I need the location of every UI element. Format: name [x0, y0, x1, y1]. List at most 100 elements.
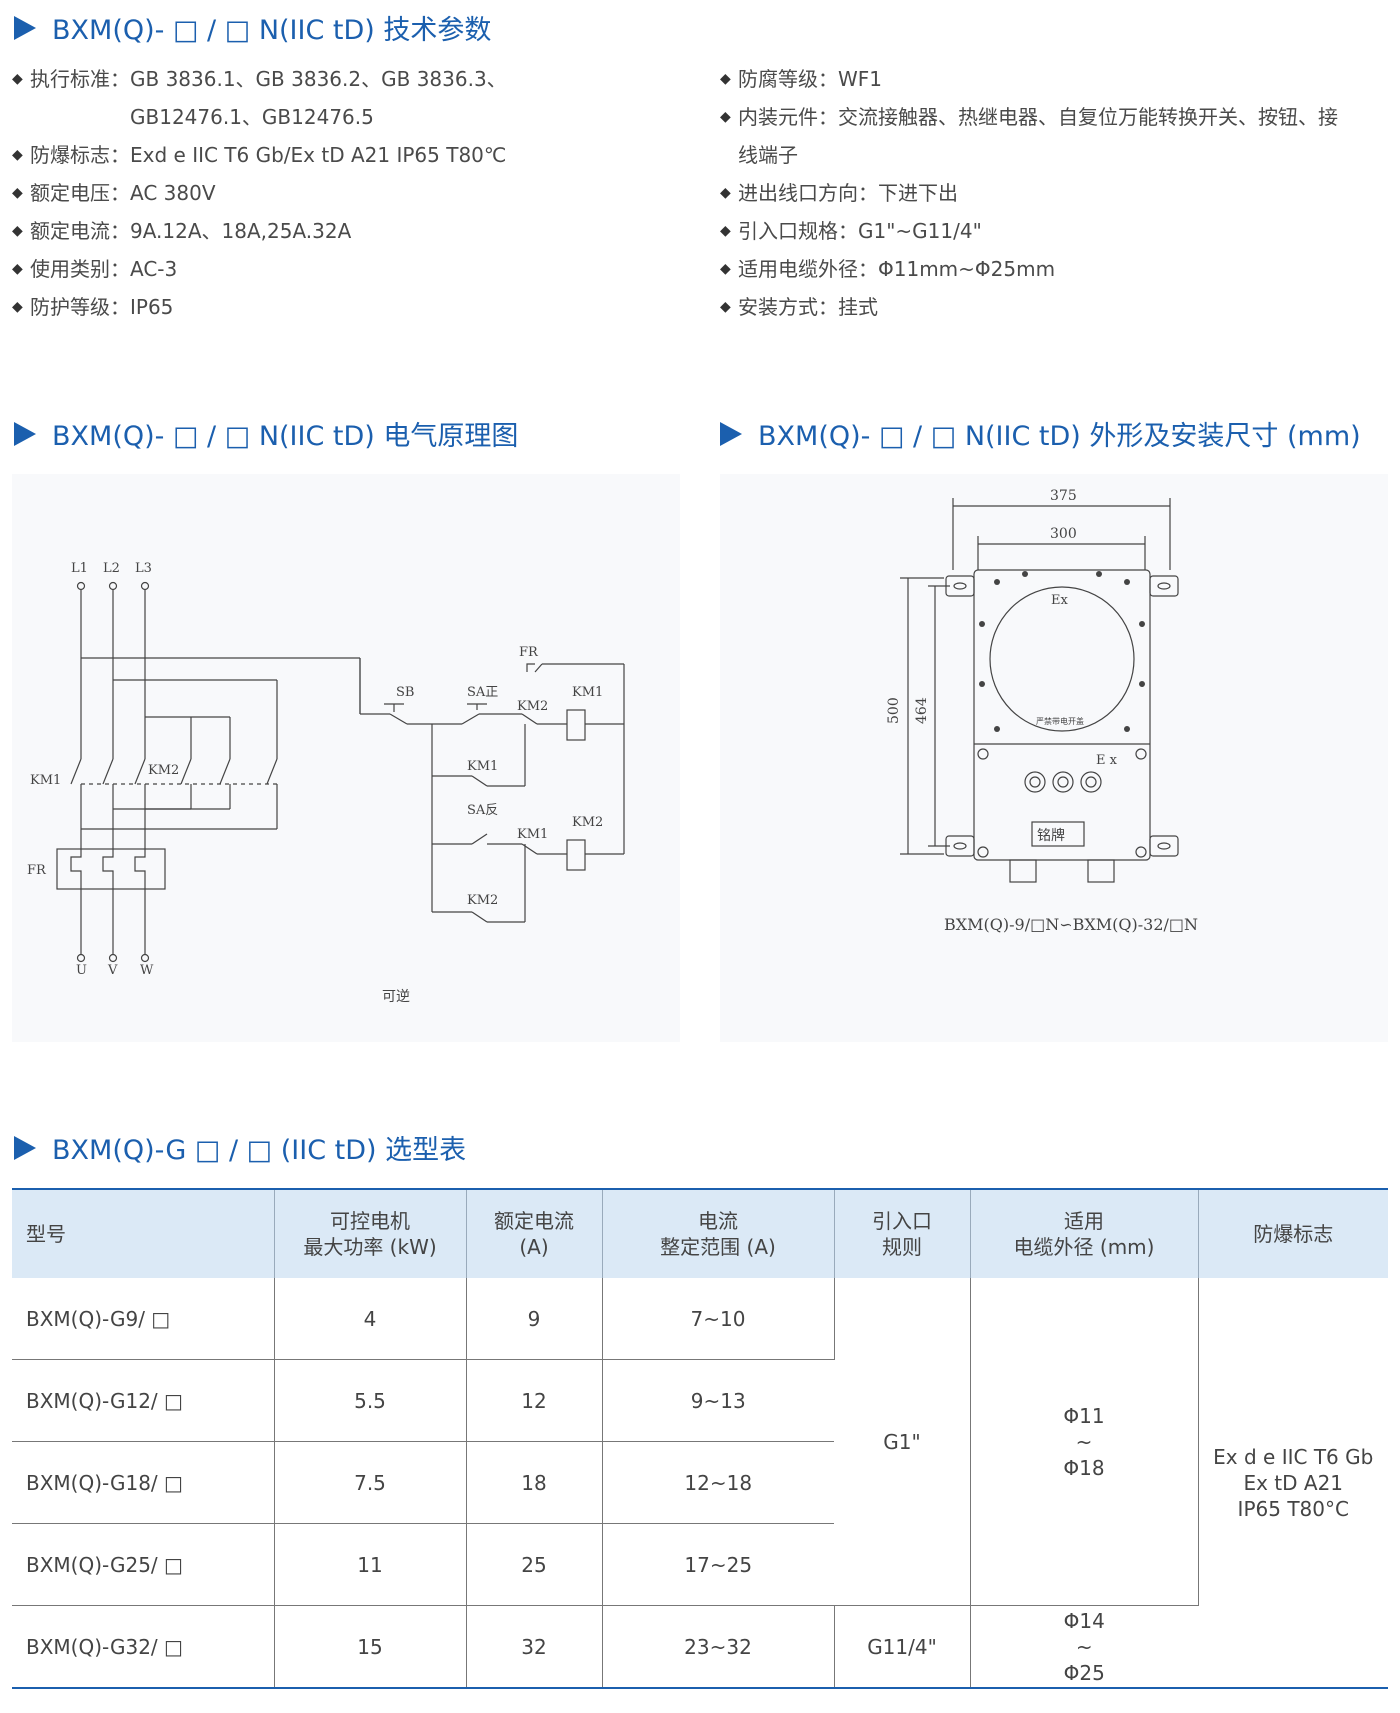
diamond-bullet-icon: ◆	[720, 109, 731, 125]
spec-item: ◆引入口规格：G1"~G11/4"	[720, 212, 1338, 250]
spec-label: 安装方式：	[738, 295, 838, 319]
cell-inlet-b: G11/4"	[834, 1605, 971, 1689]
cell-current: 9	[466, 1278, 603, 1360]
cell-current: 25	[466, 1523, 603, 1606]
circuit-section-title: BXM(Q)- □ / □ N(IIC tD) 电气原理图	[14, 414, 518, 453]
phase-label: L3	[135, 561, 152, 576]
spec-item: ◆内装元件：交流接触器、热继电器、自复位万能转换开关、按钮、接	[720, 98, 1338, 136]
fr-aux-label: FR	[519, 645, 539, 660]
diamond-bullet-icon: ◆	[12, 299, 23, 315]
spec-value: AC 380V	[130, 181, 216, 205]
diamond-bullet-icon: ◆	[720, 299, 731, 315]
fr-label: FR	[27, 863, 47, 878]
spec-value: 9A.12A、18A,25A.32A	[130, 219, 352, 243]
header-model: 型号	[12, 1188, 275, 1278]
spec-value: 下进下出	[878, 181, 958, 205]
km1-label: KM1	[30, 773, 61, 788]
diamond-bullet-icon: ◆	[12, 71, 23, 87]
cell-cable-b: Φ14 ~ Φ25	[970, 1605, 1198, 1689]
header-ex-mark: 防爆标志	[1198, 1188, 1388, 1278]
cell-model: BXM(Q)-G9/ □	[12, 1278, 275, 1360]
circuit-caption: 可逆	[382, 989, 410, 1005]
warning-label: 严禁带电开盖	[1036, 716, 1084, 726]
specs-title-text: BXM(Q)- □ / □ N(IIC tD) 技术参数	[52, 15, 492, 46]
width-outer-dim: 375	[1050, 488, 1077, 504]
cell-range: 17~25	[602, 1523, 834, 1606]
table-row: BXM(Q)-G12/ □ 5.5 12 9~13	[12, 1359, 1388, 1442]
diamond-bullet-icon: ◆	[12, 185, 23, 201]
dimensions-panel: 375 300 500 464 Ex E x 严禁带电开盖 铭牌 BXM(Q)-…	[720, 474, 1388, 1042]
spec-label: 使用类别：	[30, 257, 130, 281]
cell-range: 7~10	[602, 1278, 835, 1360]
dims-caption: BXM(Q)-9/□N∽BXM(Q)-32/□N	[944, 915, 1198, 934]
km2-hold-label: KM2	[467, 893, 498, 908]
spec-value: AC-3	[130, 257, 178, 281]
cell-range: 12~18	[602, 1441, 834, 1524]
spec-label: 防护等级：	[30, 295, 130, 319]
dims-title-text: BXM(Q)- □ / □ N(IIC tD) 外形及安装尺寸 (mm)	[758, 421, 1361, 452]
cell-range: 9~13	[602, 1359, 834, 1442]
diamond-bullet-icon: ◆	[720, 261, 731, 277]
spec-item: ◆进出线口方向：下进下出	[720, 174, 1338, 212]
spec-item: ◆防爆标志：Exd e IIC T6 Gb/Ex tD A21 IP65 T80…	[12, 136, 507, 174]
triangle-bullet-icon	[720, 421, 742, 446]
nameplate-label: 铭牌	[1037, 827, 1065, 844]
spec-label: 防爆标志：	[30, 143, 130, 167]
km2-coil-label: KM2	[572, 815, 603, 830]
table-header-row: 型号 可控电机 最大功率 (kW) 额定电流 (A) 电流 整定范围 (A) 引…	[12, 1188, 1388, 1278]
cell-model: BXM(Q)-G25/ □	[12, 1523, 275, 1606]
cell-model: BXM(Q)-G18/ □	[12, 1441, 275, 1524]
height-outer-dim: 500	[886, 697, 902, 724]
cell-current: 32	[466, 1605, 603, 1689]
spec-item: ◆ 防护等级：IP65	[12, 288, 507, 326]
cell-current: 18	[466, 1441, 603, 1524]
table-row: BXM(Q)-G32/ □ 15 32 23~32 G11/4" Φ14 ~ Φ…	[12, 1605, 1388, 1689]
spec-label: 引入口规格：	[738, 219, 858, 243]
spec-label: 适用电缆外径：	[738, 257, 878, 281]
triangle-bullet-icon	[14, 1135, 36, 1160]
spec-label: 额定电流：	[30, 219, 130, 243]
header-cable: 适用 电缆外径 (mm)	[970, 1188, 1199, 1278]
sb-label: SB	[396, 685, 414, 700]
spec-value: WF1	[838, 67, 883, 91]
header-range: 电流 整定范围 (A)	[602, 1188, 835, 1278]
spec-item: ◆额定电压：AC 380V	[12, 174, 507, 212]
output-label: W	[140, 963, 154, 978]
cell-inlet-a: G1"	[834, 1278, 971, 1606]
table-row: BXM(Q)-G18/ □ 7.5 18 12~18	[12, 1441, 1388, 1524]
phase-label: L2	[103, 561, 120, 576]
spec-label: 进出线口方向：	[738, 181, 878, 205]
km2-label: KM2	[148, 763, 179, 778]
spec-item: ◆执行标准：GB 3836.1、GB 3836.2、GB 3836.3、	[12, 60, 507, 98]
diamond-bullet-icon: ◆	[720, 223, 731, 239]
diamond-bullet-icon: ◆	[720, 71, 731, 87]
spec-value: IP65	[130, 295, 174, 319]
table-section-title: BXM(Q)-G □ / □ (IIC tD) 选型表	[14, 1128, 466, 1167]
cell-model: BXM(Q)-G32/ □	[12, 1605, 275, 1689]
spec-value: GB12476.1、GB12476.5	[130, 105, 374, 129]
phase-label: L1	[71, 561, 88, 576]
header-current: 额定电流 (A)	[466, 1188, 603, 1278]
spec-label: 防腐等级：	[738, 67, 838, 91]
spec-value: 线端子	[738, 143, 798, 167]
header-power: 可控电机 最大功率 (kW)	[274, 1188, 467, 1278]
circuit-diagram-panel: L1 L2 L3 U V W KM1 KM2 FR SB SA正 FR KM1 …	[12, 474, 680, 1042]
triangle-bullet-icon	[14, 15, 36, 40]
selection-table: 型号 可控电机 最大功率 (kW) 额定电流 (A) 电流 整定范围 (A) 引…	[12, 1188, 1388, 1689]
spec-item-cont: GB12476.1、GB12476.5	[12, 98, 507, 136]
spec-label: 执行标准：	[30, 67, 130, 91]
km2-aux-label: KM2	[517, 699, 548, 714]
cell-current: 12	[466, 1359, 603, 1442]
cell-model: BXM(Q)-G12/ □	[12, 1359, 275, 1442]
spec-item: ◆额定电流：9A.12A、18A,25A.32A	[12, 212, 507, 250]
cell-power: 5.5	[274, 1359, 467, 1442]
cell-power: 4	[274, 1278, 467, 1360]
height-inner-dim: 464	[914, 697, 930, 724]
spec-label: 内装元件：	[738, 105, 838, 129]
sa-fwd-label: SA正	[467, 685, 498, 700]
cell-ex-mark: Ex d e IIC T6 Gb Ex tD A21 IP65 T80°C	[1198, 1278, 1388, 1689]
enclosure-drawing: 375 300 500 464 Ex E x 严禁带电开盖 铭牌 BXM(Q)-…	[886, 488, 1198, 934]
circuit-title-text: BXM(Q)- □ / □ N(IIC tD) 电气原理图	[52, 421, 519, 452]
km1-coil-label: KM1	[572, 685, 603, 700]
header-inlet: 引入口 规则	[834, 1188, 971, 1278]
